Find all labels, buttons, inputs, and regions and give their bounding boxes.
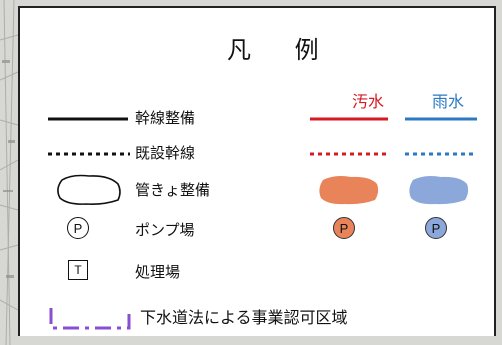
row-label-trunk-main-development: 幹線整備	[135, 109, 196, 127]
sewage-dotted-line-icon	[310, 152, 388, 156]
row-label-pump-station: ポンプ場	[135, 221, 195, 239]
rain-dotted-line-icon	[405, 152, 477, 156]
pump-station-icon: P	[67, 217, 89, 239]
row-label-treatment-plant: 処理場	[135, 263, 181, 281]
area-blob-icon	[57, 174, 121, 205]
sewage-solid-line-icon	[310, 117, 388, 121]
dash-dot-boundary-icon	[49, 308, 131, 330]
rain-area-blob-icon	[409, 176, 469, 205]
map-legend-panel: 凡 例 汚水 雨水 幹線整備 既設幹線 管きょ整備 P ポンプ場 P P	[18, 6, 496, 336]
treatment-plant-icon: T	[68, 260, 88, 280]
row-label-pipe-development: 管きょ整備	[135, 181, 211, 199]
sewage-area-blob-icon	[319, 176, 379, 205]
rain-pump-station-marker: P	[431, 220, 441, 236]
column-header-rain: 雨水	[432, 92, 465, 111]
legend-title: 凡 例	[227, 36, 337, 64]
sewage-pump-station-marker: P	[339, 220, 349, 236]
column-header-sewage: 汚水	[352, 92, 385, 111]
row-label-existing-trunk: 既設幹線	[135, 144, 196, 162]
dotted-line-icon	[48, 152, 130, 156]
treatment-plant-marker: T	[74, 263, 82, 277]
sewage-pump-station-icon: P	[333, 217, 355, 239]
rain-pump-station-icon: P	[425, 217, 447, 239]
solid-line-icon	[48, 117, 128, 121]
row-label-sewerage-act-approved-area: 下水道法による事業認可区域	[140, 308, 348, 327]
rain-solid-line-icon	[405, 117, 477, 121]
pump-station-marker: P	[73, 220, 83, 236]
